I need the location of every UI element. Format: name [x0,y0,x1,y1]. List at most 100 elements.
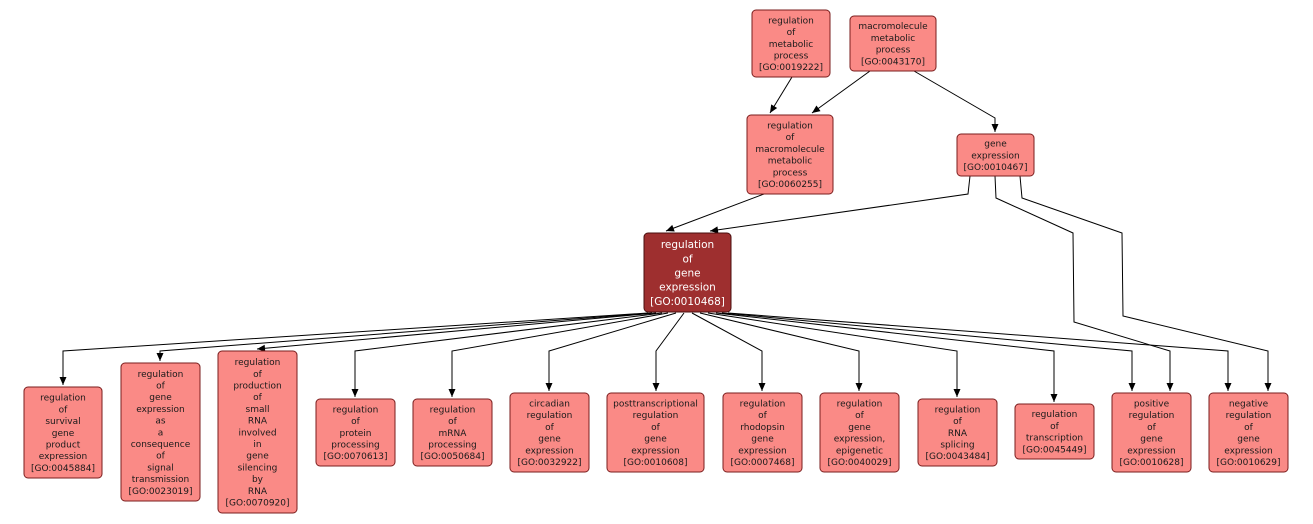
node-label-line: transcription [1026,434,1083,444]
node-label-line: protein [340,429,372,439]
go-term-node-0043170[interactable]: macromoleculemetabolicprocess[GO:0043170… [849,15,937,72]
edge-0010467-to-0010468 [709,175,971,234]
node-label-line: RNA [948,429,968,439]
node-box [956,133,1035,177]
node-go-id: [GO:0032922] [517,458,581,468]
node-box [120,362,201,502]
node-label-line: of [1244,423,1254,433]
node-label-line: splicing [940,440,974,450]
node-label-line: signal [147,463,174,473]
node-label-line: epigenetic [836,446,883,456]
edge-0010468-to-0010608 [652,312,685,391]
arrowhead-icon [812,105,821,113]
node-label-line: regulation [333,405,379,415]
node-label-line: gene [1237,435,1260,445]
arrowhead-icon [710,226,719,234]
edge-0010468-to-0070920 [256,312,657,352]
edge-0060255-to-0010468 [665,193,765,232]
go-term-node-0023019[interactable]: regulationofgeneexpressionasaconsequence… [120,362,201,502]
node-label-line: production [233,381,281,391]
edge-0010468-to-0045884 [59,312,649,385]
node-layer: regulationofmetabolicprocess[GO:0019222]… [23,9,1289,514]
go-term-node-0010608[interactable]: posttranscriptionalregulationofgeneexpre… [606,392,705,473]
go-term-node-0032922[interactable]: circadianregulationofgeneexpression[GO:0… [509,392,590,473]
node-label-line: negative [1229,400,1269,410]
arrowhead-icon [652,383,660,391]
node-label-line: processing [428,440,477,450]
node-box [412,398,493,467]
node-label-line: of [156,452,166,462]
arrowhead-icon [257,344,266,352]
node-go-id: [GO:0045884] [31,464,95,474]
node-go-id: [GO:0060255] [758,180,822,190]
node-go-id: [GO:0070613] [323,452,387,462]
go-term-node-0045884[interactable]: regulationofsurvivalgeneproductexpressio… [23,386,103,479]
edge-0010468-to-0040029 [699,312,863,391]
arrowhead-icon [1050,394,1058,402]
arrowhead-icon [1166,383,1174,391]
node-label-line: of [545,423,555,433]
node-label-line: gene [1140,435,1163,445]
node-label-line: of [253,370,263,380]
arrowhead-icon [1264,383,1272,391]
node-label-line: transmission [132,475,190,485]
node-label-line: of [59,405,69,415]
go-term-node-0070613[interactable]: regulationofproteinprocessing[GO:0070613… [315,398,396,467]
node-label-line: regulation [1226,411,1272,421]
node-label-line: expression [659,282,716,294]
node-box [315,398,396,467]
go-term-node-0060255[interactable]: regulationofmacromoleculemetabolicproces… [746,114,834,195]
node-label-line: macromolecule [858,22,928,32]
node-label-line: expression [971,151,1020,161]
go-term-node-0010628[interactable]: positiveregulationofgeneexpression[GO:00… [1111,392,1192,473]
node-go-id: [GO:0043170] [861,57,925,67]
node-box [751,9,831,78]
edge-0010467-to-0010629 [1019,175,1272,391]
node-label-line: regulation [1032,410,1078,420]
node-label-line: of [682,253,692,265]
go-term-node-0070920[interactable]: regulationofproductionofsmallRNAinvolved… [217,350,298,514]
edge-layer [59,70,1272,402]
edge-0019222-to-0060255 [769,76,793,114]
node-label-line: of [1147,423,1157,433]
edge-0010468-to-0010628 [721,312,1136,391]
arrowhead-icon [758,383,766,391]
node-label-line: metabolic [768,157,813,167]
node-label-line: expression [1127,446,1176,456]
node-label-line: expression [525,446,574,456]
node-label-line: of [953,417,963,427]
arrowhead-icon [448,389,456,397]
node-label-line: regulation [767,122,813,132]
node-label-line: regulation [235,358,281,368]
node-label-line: expression [738,446,787,456]
go-term-node-0040029[interactable]: regulationofgeneexpression,epigenetic[GO… [819,392,900,473]
node-box [849,15,937,72]
node-label-line: processing [331,440,380,450]
arrowhead-icon [855,383,863,391]
node-label-line: mRNA [439,429,468,439]
edge-0010468-to-0032922 [545,312,677,391]
edge-0010468-to-0070613 [351,312,663,397]
edge-0010468-to-0050684 [448,312,669,397]
node-box [643,232,732,313]
node-go-id: [GO:0010608] [623,458,687,468]
node-label-line: of [1050,422,1060,432]
node-label-line: regulation [1129,411,1175,421]
node-label-line: regulation [633,411,679,421]
arrowhead-icon [1128,383,1136,391]
node-box [509,392,590,473]
node-label-line: gene [674,267,700,279]
node-box [1111,392,1192,473]
node-go-id: [GO:0050684] [420,452,484,462]
node-label-line: of [787,28,797,38]
go-term-node-0007468[interactable]: regulationofrhodopsingeneexpression[GO:0… [722,392,803,473]
node-go-id: [GO:0010468] [650,296,725,308]
go-term-node-0010629[interactable]: negativeregulationofgeneexpression[GO:00… [1208,392,1289,473]
